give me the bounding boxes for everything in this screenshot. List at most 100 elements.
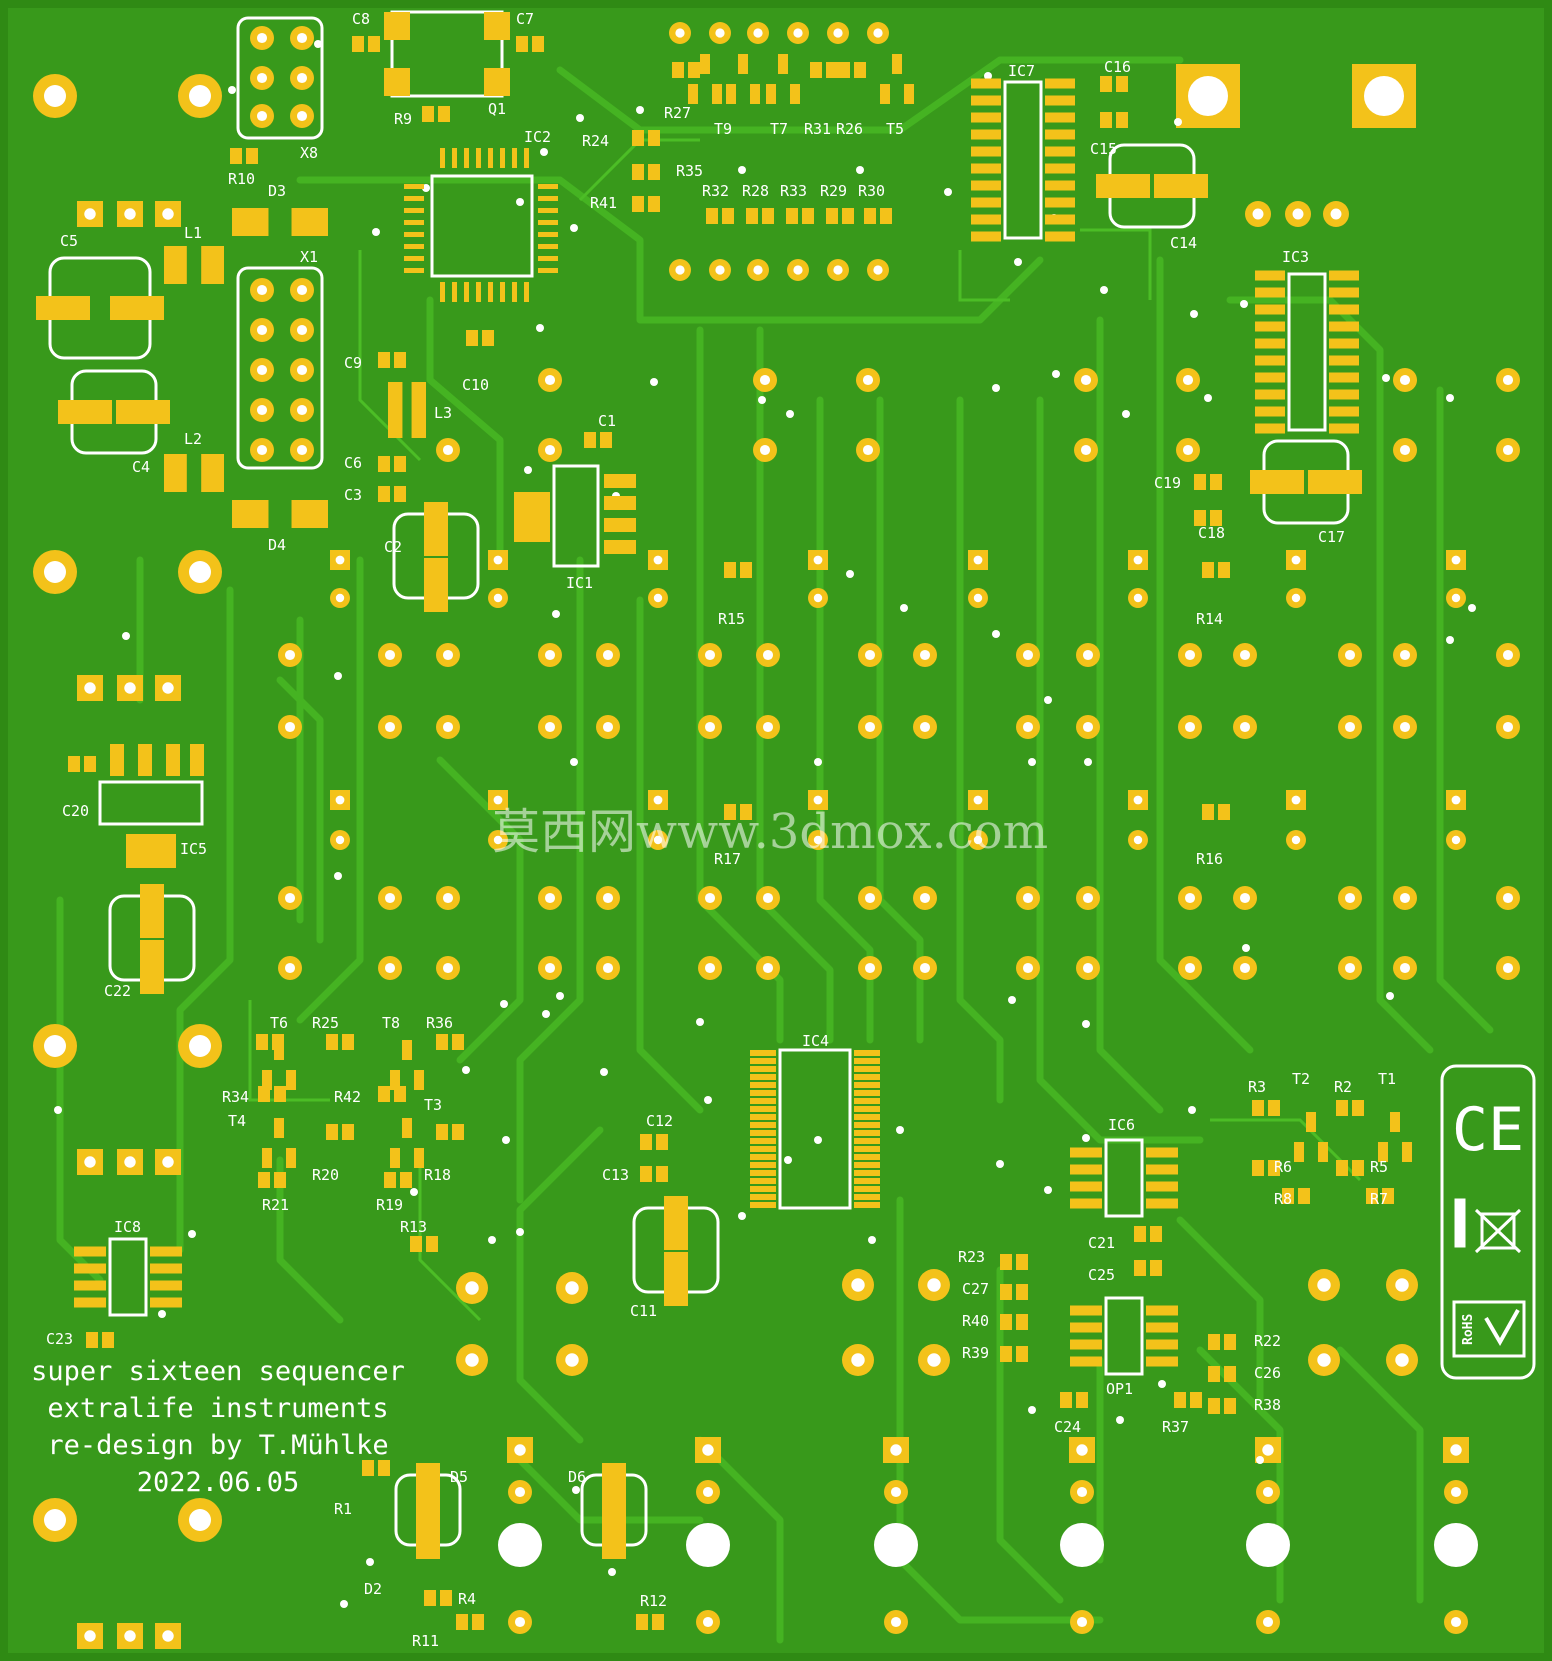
drill-hole — [919, 892, 931, 904]
drill-hole — [602, 721, 614, 733]
drill-hole — [1082, 962, 1094, 974]
via — [334, 672, 342, 680]
smd-pad — [1116, 76, 1128, 92]
drill-hole — [1395, 1278, 1409, 1292]
smd-pad — [394, 456, 406, 472]
smd-pad — [1134, 1226, 1146, 1242]
ref-label: T7 — [770, 120, 788, 138]
smd-pad — [636, 1614, 648, 1630]
smd-pad — [1154, 174, 1208, 198]
ref-label: R25 — [312, 1014, 339, 1032]
drill-hole — [1399, 721, 1411, 733]
drill-hole — [1076, 1444, 1088, 1456]
drill-hole — [762, 892, 774, 904]
smd-pad — [750, 1066, 776, 1072]
smd-pad — [164, 246, 187, 284]
smd-pad — [476, 148, 481, 168]
smd-pad — [388, 382, 403, 438]
smd-pad — [74, 1280, 106, 1291]
ref-label: C11 — [630, 1302, 657, 1320]
smd-pad — [58, 400, 112, 424]
smd-pad — [402, 1118, 412, 1138]
smd-pad — [1100, 112, 1112, 128]
ref-label: R19 — [376, 1196, 403, 1214]
smd-pad — [538, 196, 558, 201]
drill-hole — [851, 1353, 865, 1367]
smd-pad — [750, 1114, 776, 1120]
smd-pad — [971, 112, 1001, 123]
smd-pad — [1329, 423, 1359, 434]
via — [1240, 300, 1248, 308]
drill-hole — [1344, 892, 1356, 904]
smd-pad — [648, 164, 660, 180]
drill-hole — [1080, 374, 1092, 386]
ref-label: R8 — [1274, 1190, 1292, 1208]
smd-pad — [854, 1202, 880, 1208]
ref-label: R10 — [228, 170, 255, 188]
smd-pad — [854, 62, 866, 78]
smd-pad — [368, 36, 380, 52]
smd-pad — [1190, 1392, 1202, 1408]
via — [1446, 394, 1454, 402]
via — [576, 114, 584, 122]
ref-label: D6 — [568, 1468, 586, 1486]
drill-hole — [1317, 1353, 1331, 1367]
drill-hole — [864, 649, 876, 661]
smd-pad — [262, 1148, 272, 1168]
smd-pad — [166, 744, 180, 776]
smd-pad — [640, 1134, 652, 1150]
jack-hole — [686, 1523, 730, 1567]
drill-hole — [1450, 1486, 1462, 1498]
ic7-footprint — [971, 78, 1075, 242]
smd-pad — [538, 220, 558, 225]
smd-pad — [1208, 1366, 1220, 1382]
smd-pad — [810, 62, 822, 78]
drill-hole — [1082, 892, 1094, 904]
smd-pad — [140, 884, 164, 938]
smd-pad — [971, 95, 1001, 106]
smd-pad — [342, 1124, 354, 1140]
ref-label: C1 — [598, 412, 616, 430]
drill-hole — [862, 374, 874, 386]
smd-pad — [1146, 1147, 1178, 1158]
drill-hole — [702, 1486, 714, 1498]
smd-pad — [150, 1246, 182, 1257]
smd-pad — [826, 62, 838, 78]
c17-footprint — [1250, 439, 1362, 525]
smd-pad — [854, 1050, 880, 1056]
drill-hole — [296, 110, 308, 122]
smd-pad — [1045, 112, 1075, 123]
c2-footprint — [392, 502, 480, 612]
smd-pad — [1282, 1188, 1294, 1204]
via — [996, 1160, 1004, 1168]
smd-pad — [1016, 1254, 1028, 1270]
drill-hole — [335, 835, 345, 845]
drill-hole — [514, 1616, 526, 1628]
jack-hole — [874, 1523, 918, 1567]
drill-hole — [793, 265, 803, 275]
smd-pad — [538, 208, 558, 213]
via — [1100, 286, 1108, 294]
smd-pad — [1070, 1322, 1102, 1333]
smd-pad — [274, 1118, 284, 1138]
ref-label: R29 — [820, 182, 847, 200]
square-pad-grid — [77, 64, 1469, 1649]
d6-footprint — [580, 1463, 648, 1559]
via — [570, 224, 578, 232]
drill-hole — [1022, 649, 1034, 661]
smd-pad — [722, 208, 734, 224]
via — [500, 1000, 508, 1008]
drill-hole — [256, 444, 268, 456]
ref-label: R31 — [804, 120, 831, 138]
ref-label: IC5 — [180, 840, 207, 858]
smd-pad — [584, 432, 596, 448]
smd-pad — [1336, 1100, 1348, 1116]
smd-pad — [854, 1186, 880, 1192]
via — [1204, 394, 1212, 402]
smd-pad — [1096, 174, 1150, 198]
via — [1008, 996, 1016, 1004]
via — [846, 570, 854, 578]
drill-hole — [84, 682, 96, 694]
ref-label: R30 — [858, 182, 885, 200]
